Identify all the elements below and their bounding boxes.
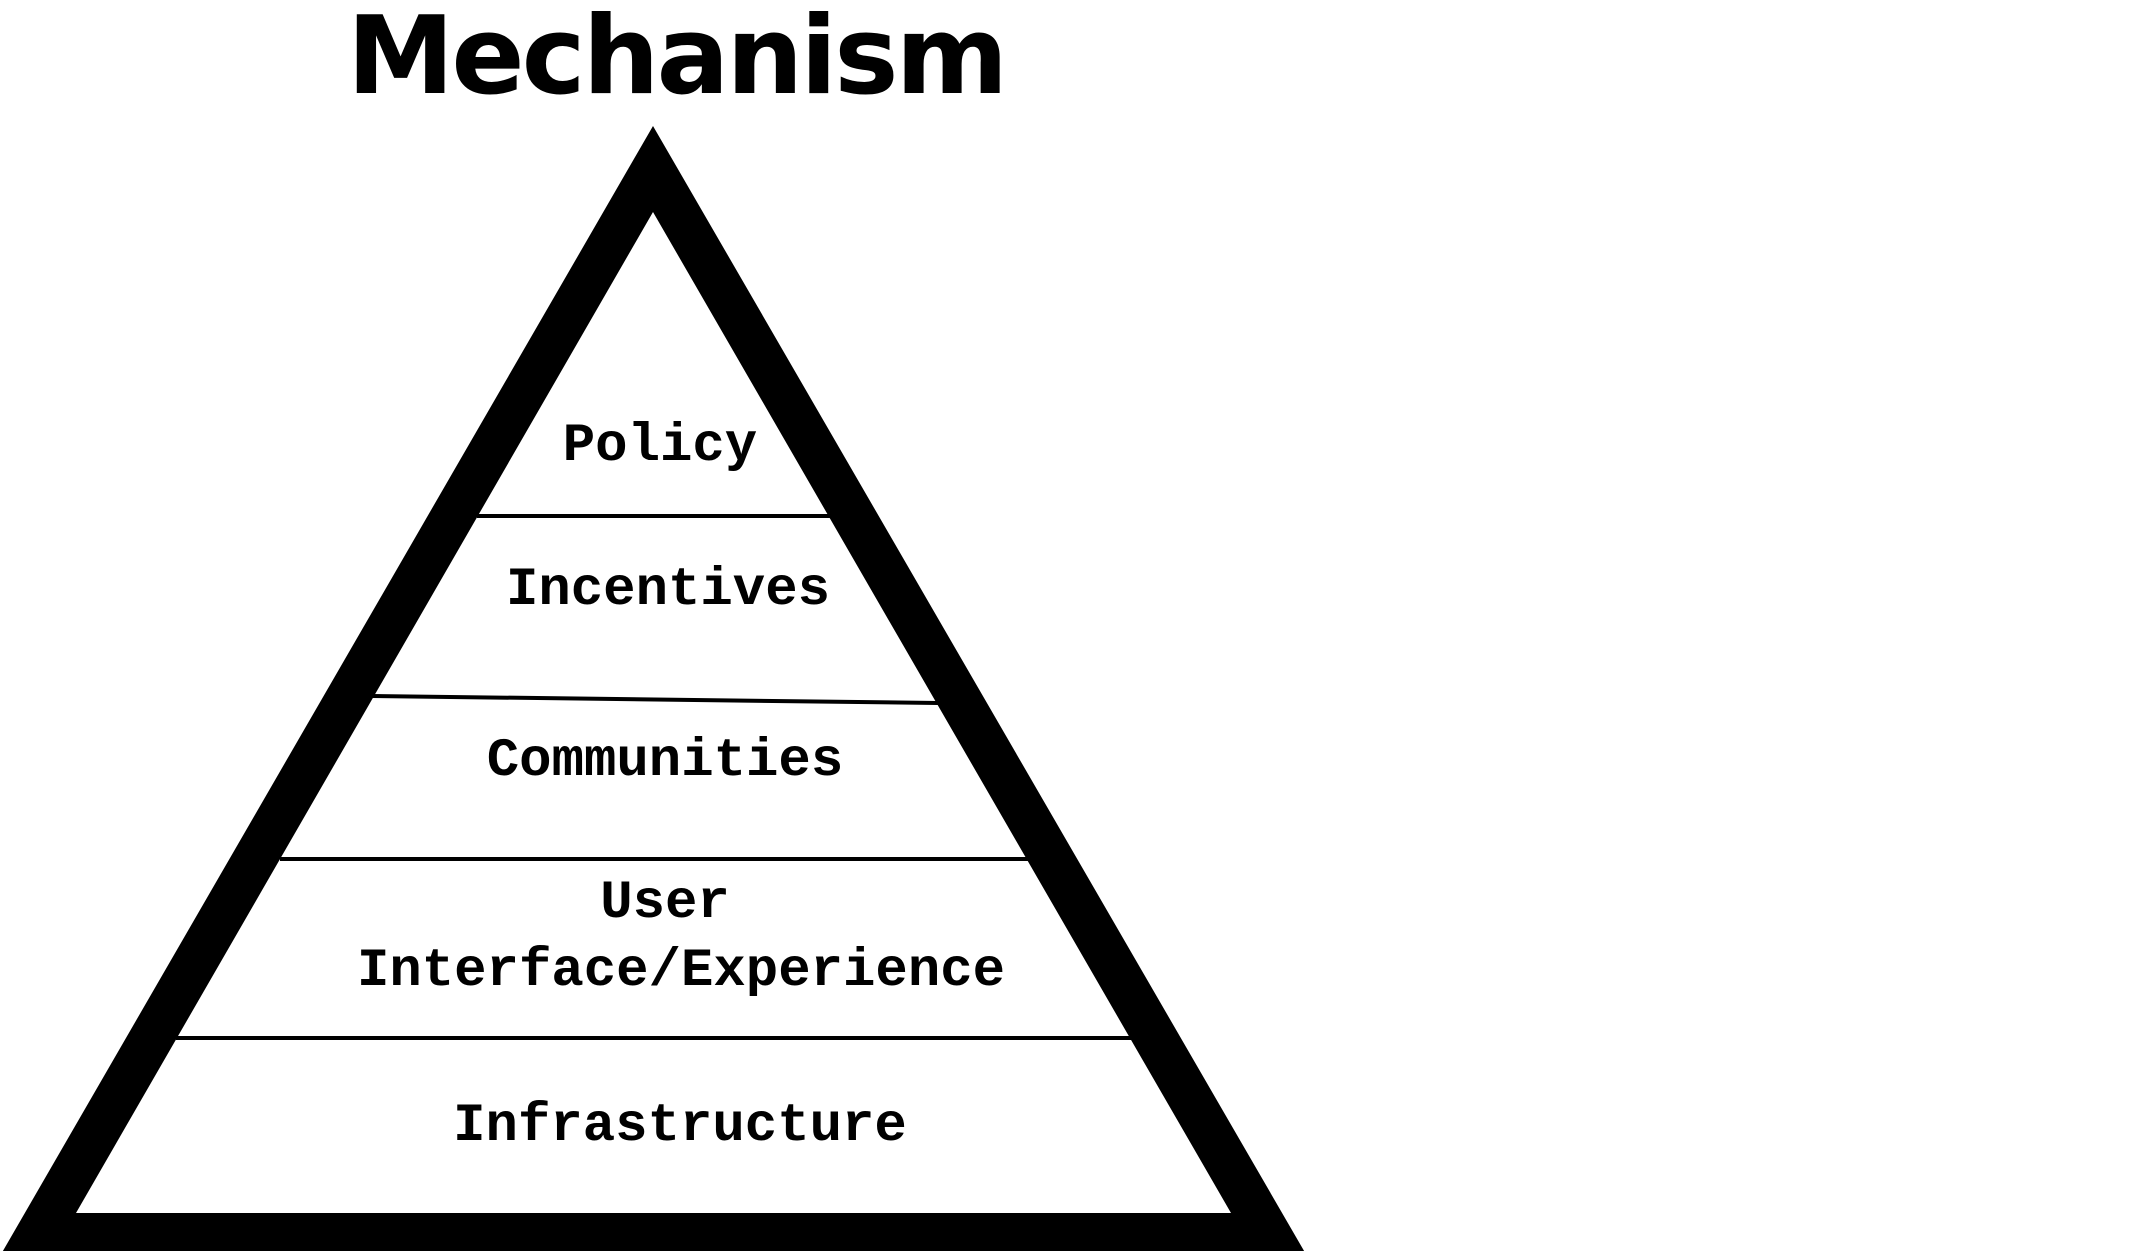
layer-label-incentives: Incentives bbox=[506, 560, 830, 621]
layer-label-infrastructure: Infrastructure bbox=[453, 1096, 907, 1157]
layer-label-interface-experience: Interface/Experience bbox=[357, 941, 1005, 1002]
pyramid-outline bbox=[2, 126, 1305, 1251]
diagram-title: Mechanism bbox=[347, 0, 1005, 119]
layer-label-user: User bbox=[600, 873, 730, 934]
layer-label-communities: Communities bbox=[487, 731, 843, 792]
layer-label-policy: Policy bbox=[563, 416, 757, 477]
layer-divider-2 bbox=[371, 694, 939, 705]
